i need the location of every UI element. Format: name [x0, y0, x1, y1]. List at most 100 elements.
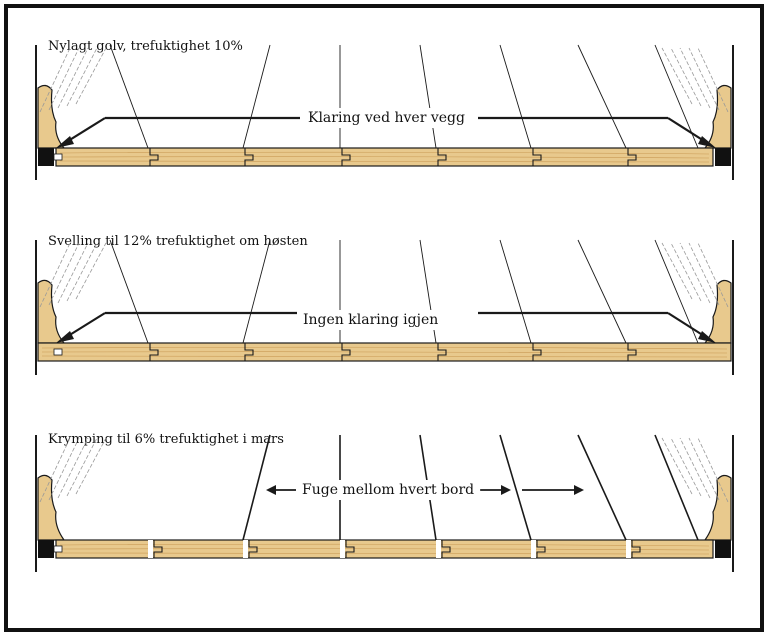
wall-hatch-left — [75, 242, 107, 300]
wall-hatch-right — [679, 437, 711, 499]
wall-hatch-right — [679, 242, 711, 304]
right-spacer-block — [715, 540, 731, 558]
tongue-end — [53, 348, 63, 356]
panel-caption: Svelling til 12% trefuktighet om høsten — [48, 234, 308, 249]
wall-hatch-right — [661, 47, 693, 105]
board-joint — [248, 540, 258, 558]
board-joint — [532, 148, 542, 166]
wall-hatch-right — [688, 47, 720, 111]
right-spacer-block — [715, 148, 731, 166]
board-joint — [345, 540, 355, 558]
wall-hatch-left — [66, 47, 98, 107]
board-joint — [532, 343, 542, 361]
wood-grain — [41, 355, 728, 358]
arrow-left-head — [56, 331, 74, 343]
wood-grain — [59, 151, 710, 155]
panel-shrinking: Krymping til 6% trefuktighet i mars Fuge… — [35, 432, 734, 572]
shrink-gap — [243, 540, 248, 558]
wall-hatch-right — [688, 437, 720, 501]
left-baseboard — [37, 279, 66, 344]
left-baseboard — [37, 84, 66, 149]
wall-hatch-left — [75, 47, 107, 105]
wall-hatch-left — [39, 47, 71, 113]
arrow-gap-left-head — [266, 485, 276, 495]
perspective-line — [242, 44, 271, 149]
wall-hatch-left — [48, 47, 80, 111]
arrow-left-head — [56, 136, 74, 148]
wall-hatch-left — [48, 242, 80, 306]
wall-hatch-right — [670, 47, 702, 107]
wall-hatch-right — [670, 437, 702, 497]
panel-caption: Nylagt golv, trefuktighet 10% — [48, 39, 243, 54]
board-joint — [149, 148, 159, 166]
board-joint — [441, 540, 451, 558]
shrink-gap — [626, 540, 631, 558]
arrow-right-head — [698, 331, 716, 343]
shrink-gap — [340, 540, 345, 558]
wood-grain — [41, 346, 728, 350]
panel-label: Fuge mellom hvert bord — [302, 482, 474, 498]
floor-section — [35, 44, 734, 180]
wood-grain — [41, 351, 728, 354]
shrink-gap — [436, 540, 441, 558]
perspective-line — [577, 239, 627, 344]
wood-grain — [59, 156, 710, 159]
board-joint — [437, 343, 447, 361]
board-joint — [536, 540, 546, 558]
wood-grain — [59, 160, 710, 163]
perspective-line — [419, 44, 437, 149]
panel-caption: Krymping til 6% trefuktighet i mars — [48, 432, 284, 447]
perspective-line — [109, 239, 149, 344]
shrink-gap — [148, 540, 153, 558]
perspective-line — [109, 44, 149, 149]
arrow-right-head — [698, 136, 716, 148]
left-baseboard — [37, 474, 66, 541]
perspective-line — [577, 44, 627, 149]
perspective-line — [242, 239, 271, 344]
wall-hatch-left — [57, 47, 89, 109]
floor-section — [35, 239, 734, 375]
panel-new-floor: Nylagt golv, trefuktighet 10% Klaring ve… — [35, 39, 734, 180]
right-baseboard — [703, 279, 732, 344]
perspective-line — [654, 44, 699, 149]
board-joint — [437, 148, 447, 166]
right-baseboard — [703, 474, 732, 541]
wall-hatch-left — [57, 242, 89, 304]
label-background — [296, 480, 481, 500]
perspective-line — [499, 434, 532, 541]
wall-hatch-right — [670, 242, 702, 302]
board-joint — [341, 148, 351, 166]
wall-hatch-left — [66, 242, 98, 302]
label-background — [297, 310, 445, 330]
panel-label: Klaring ved hver vegg — [308, 110, 465, 126]
wall-hatch-right — [697, 47, 729, 113]
perspective-line — [577, 434, 627, 541]
floor-section — [35, 434, 734, 572]
perspective-line — [499, 239, 532, 344]
board-joint — [627, 343, 637, 361]
perspective-line — [242, 434, 271, 541]
tongue-end — [53, 545, 63, 553]
board-joint — [631, 540, 641, 558]
wall-hatch-right — [661, 242, 693, 300]
wall-hatch-left — [66, 437, 98, 497]
board-joint — [244, 343, 254, 361]
board-joint — [153, 540, 163, 558]
perspective-line — [654, 434, 699, 541]
shrink-gap — [531, 540, 536, 558]
right-baseboard — [703, 84, 732, 149]
arrow-gap-right-head — [574, 485, 584, 495]
perspective-line — [654, 239, 699, 344]
wall-hatch-left — [57, 437, 89, 499]
left-spacer-block — [38, 148, 54, 166]
label-background — [302, 108, 471, 128]
board-joint — [627, 148, 637, 166]
board-joint — [244, 148, 254, 166]
left-spacer-block — [38, 540, 54, 558]
wall-hatch-right — [679, 47, 711, 109]
wall-hatch-right — [688, 242, 720, 306]
board-joint — [149, 343, 159, 361]
board-joint — [341, 343, 351, 361]
perspective-line — [499, 44, 532, 149]
wall-hatch-left — [75, 437, 107, 495]
